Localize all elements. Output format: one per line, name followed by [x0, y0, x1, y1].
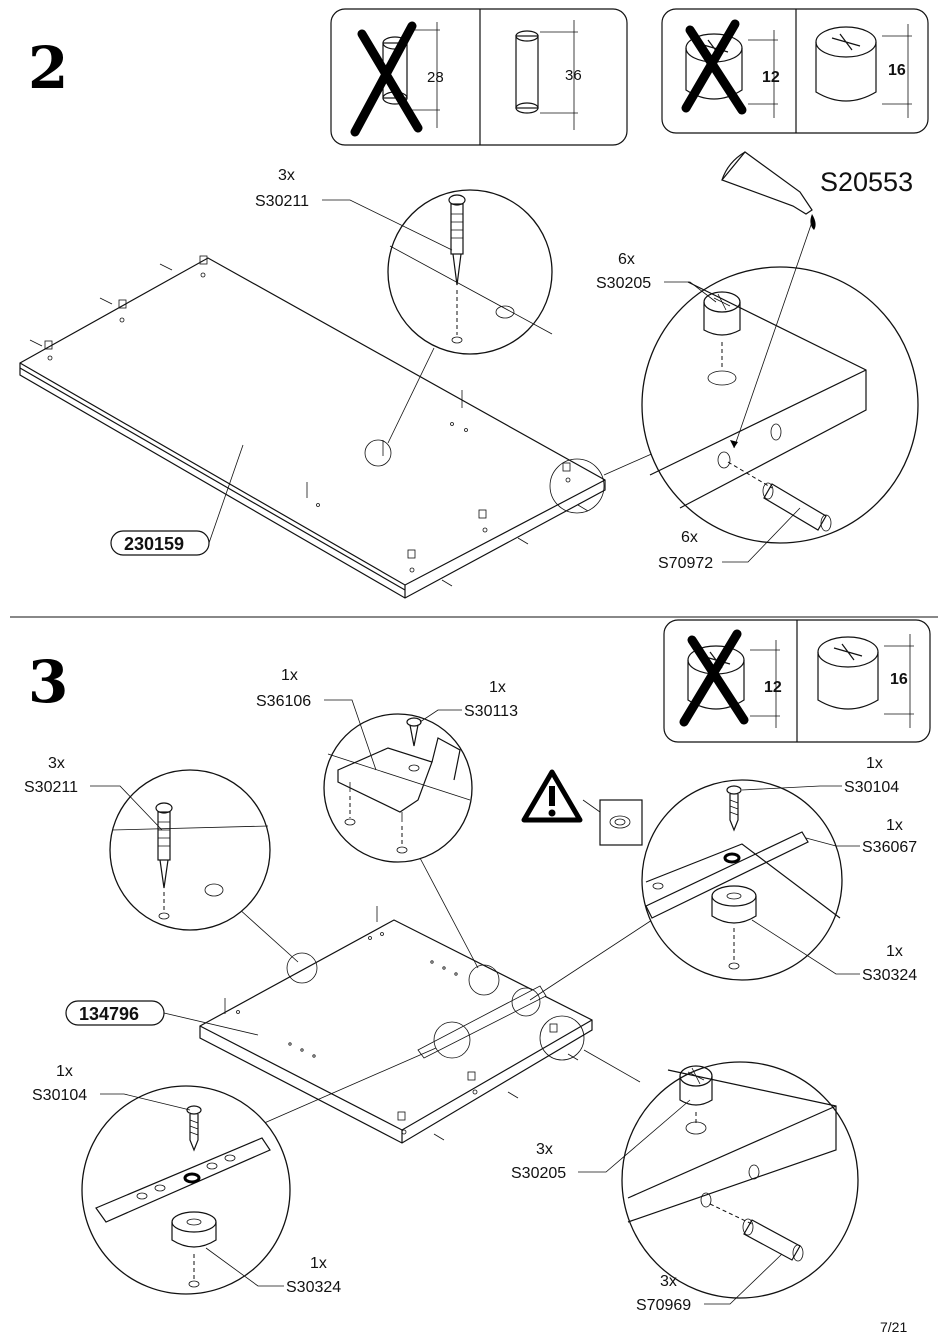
screw-icon: [186, 1105, 202, 1152]
cam-wrong-dim-step3: 12: [764, 679, 782, 696]
bracket-zoom-step3: [323, 713, 479, 969]
dowel-right-dim: 36: [565, 67, 582, 84]
cam-wrong-figure-step3: 12: [679, 629, 782, 728]
screw-code-step3: S30211: [24, 779, 78, 796]
glue-tube-icon: [720, 151, 816, 230]
rail-zoom-left-step3: [81, 1047, 437, 1295]
cam-code-step2: S30205: [596, 275, 651, 292]
bumper-icon: [171, 1211, 217, 1288]
screw-code-step2: S30211: [255, 193, 309, 210]
dowel-right-figure: 36: [515, 20, 582, 130]
dowel-code-step2: S70972: [658, 555, 713, 572]
threaded-hole-detail: [582, 799, 643, 846]
cam-lock-icon: [703, 291, 741, 386]
cam-right-dim-step2: 16: [888, 62, 906, 79]
cam-code-step3: S30205: [511, 1165, 566, 1182]
bumper-code-step3: S30324: [862, 967, 917, 984]
rail-zoom-right-step3: [529, 779, 843, 1001]
rail-screw-qty-step3: 1x: [866, 755, 883, 772]
screw-icon: [406, 717, 422, 747]
x-mark-icon: [681, 19, 747, 115]
bracket-qty-step3: 1x: [281, 667, 298, 684]
screw-qty-step2: 3x: [278, 167, 295, 184]
dowel-icon: [727, 461, 832, 532]
dowel-length-panel: 28 36: [330, 8, 628, 146]
screw-zoom-step2: [387, 189, 553, 444]
bumper-qty-step3: 1x: [886, 943, 903, 960]
cam-dowel-zoom-step3: [583, 1049, 859, 1299]
dowel-wrong-figure: 28: [350, 21, 444, 137]
cam-qty-step3: 3x: [536, 1141, 553, 1158]
rail-screw-code-step3: S30104: [844, 779, 899, 796]
x-mark-icon: [679, 629, 749, 727]
panel-code-pill-134796: 134796: [65, 1000, 165, 1026]
left-bumper-code-step3: S30324: [286, 1279, 341, 1296]
cam-wrong-figure: 12: [681, 19, 780, 118]
step-2-number: 2: [28, 34, 68, 102]
svg-text:230159: 230159: [124, 534, 184, 554]
glue-code: S20553: [820, 167, 913, 197]
bracket-code-step3: S36106: [256, 693, 311, 710]
rail-qty-step3: 1x: [886, 817, 903, 834]
rail-code-step3: S36067: [862, 839, 917, 856]
x-mark-icon: [350, 21, 423, 137]
cam-height-panel-step2: 12 16: [661, 8, 929, 134]
cam-right-dim-step3: 16: [890, 671, 908, 688]
bumper-icon: [711, 885, 757, 970]
panel-134796: [199, 906, 593, 1144]
page-number: 7/21: [880, 1319, 907, 1335]
left-rail-screw-code-step3: S30104: [32, 1087, 87, 1104]
cam-right-figure-step3: 16: [817, 634, 914, 728]
screw-zoom-step3: [109, 769, 299, 963]
screw-icon: [726, 785, 742, 832]
cam-height-panel-step3: 12 16: [663, 619, 931, 743]
warning-icon: [521, 769, 583, 823]
screw-qty-step3: 3x: [48, 755, 65, 772]
dowel-icon: [709, 1203, 804, 1262]
step-3-number: 3: [28, 648, 68, 716]
dowel-code-step3: S70969: [636, 1297, 691, 1314]
left-rail-screw-qty-step3: 1x: [56, 1063, 73, 1080]
left-bumper-qty-step3: 1x: [310, 1255, 327, 1272]
cam-right-figure: 16: [815, 24, 912, 118]
cam-qty-step2: 6x: [618, 251, 635, 268]
cam-dowel-zoom-step2: [603, 221, 919, 544]
bracket-screw-code-step3: S30113: [464, 703, 518, 720]
panel-code-pill-230159: 230159: [110, 530, 210, 556]
svg-text:134796: 134796: [79, 1004, 139, 1024]
dowel-qty-step2: 6x: [681, 529, 698, 546]
screw-icon: [155, 802, 173, 920]
dowel-qty-step3: 3x: [660, 1273, 677, 1290]
panel-230159: [19, 255, 606, 599]
screw-icon: [448, 194, 466, 344]
dowel-wrong-dim: 28: [427, 69, 444, 86]
cam-lock-icon: [679, 1065, 713, 1135]
bracket-screw-qty-step3: 1x: [489, 679, 506, 696]
cam-wrong-dim-step2: 12: [762, 69, 780, 86]
